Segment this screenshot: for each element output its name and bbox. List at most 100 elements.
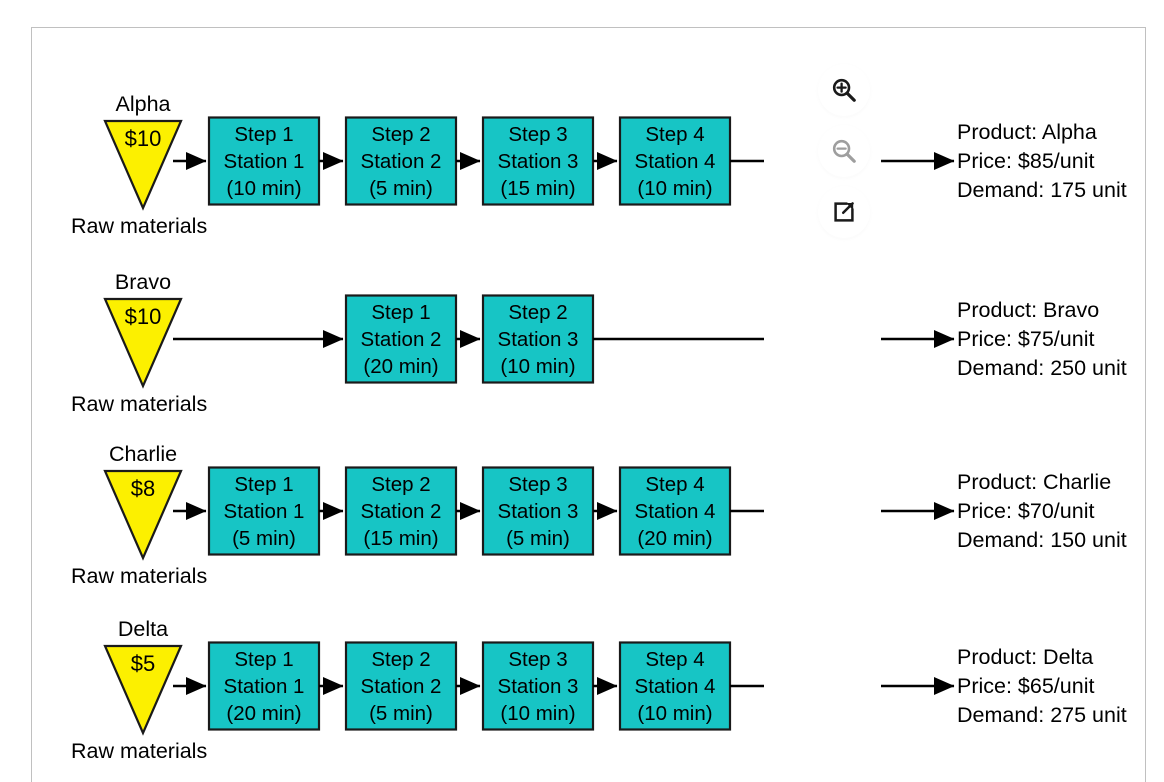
product-demand-line: Demand: 275 unit <box>957 703 1127 727</box>
duration-label: (5 min) <box>506 527 570 550</box>
duration-label: (10 min) <box>500 702 575 725</box>
zoom-out-icon <box>829 136 859 166</box>
step-label: Step 1 <box>234 473 293 496</box>
source-caption-label: Raw materials <box>71 564 207 588</box>
station-label: Station 1 <box>224 150 305 173</box>
step-node-box[interactable] <box>344 641 458 731</box>
duration-label: (20 min) <box>226 702 301 725</box>
station-label: Station 3 <box>498 500 579 523</box>
duration-label: (5 min) <box>232 527 296 550</box>
source-triangle[interactable] <box>103 469 183 561</box>
product-name-line: Product: Delta <box>957 645 1093 669</box>
step-label: Step 2 <box>371 123 430 146</box>
product-price-line: Price: $85/unit <box>957 149 1094 173</box>
source-product-label: Bravo <box>115 270 171 294</box>
step-node-box[interactable] <box>207 641 321 731</box>
step-node[interactable]: Step 2 Station 2 (15 min) <box>344 466 458 556</box>
zoom-in-button[interactable] <box>818 64 870 116</box>
source-caption-label: Raw materials <box>71 739 207 763</box>
source-product-label: Alpha <box>116 92 171 116</box>
station-label: Station 3 <box>498 150 579 173</box>
station-label: Station 1 <box>224 675 305 698</box>
step-node-box[interactable] <box>344 466 458 556</box>
source-caption-label: Raw materials <box>71 392 207 416</box>
step-label: Step 1 <box>234 648 293 671</box>
station-label: Station 2 <box>361 675 442 698</box>
diagram-toolbar[interactable] <box>818 64 870 238</box>
duration-label: (20 min) <box>637 527 712 550</box>
step-label: Step 2 <box>371 473 430 496</box>
step-label: Step 4 <box>645 473 704 496</box>
step-node-box[interactable] <box>344 116 458 206</box>
source-cost-label: $10 <box>125 304 162 329</box>
zoom-out-button[interactable] <box>818 125 870 177</box>
product-price-line: Price: $65/unit <box>957 674 1094 698</box>
step-label: Step 1 <box>371 301 430 324</box>
source-triangle[interactable] <box>103 297 183 389</box>
duration-label: (10 min) <box>226 177 301 200</box>
station-label: Station 3 <box>498 328 579 351</box>
step-node[interactable]: Step 1 Station 1 (20 min) <box>207 641 321 731</box>
source-cost-label: $8 <box>131 476 155 501</box>
open-in-new-button[interactable] <box>818 186 870 238</box>
source-cost-label: $5 <box>131 651 155 676</box>
step-node-box[interactable] <box>344 294 458 384</box>
duration-label: (15 min) <box>363 527 438 550</box>
product-price-line: Price: $70/unit <box>957 499 1094 523</box>
source-product-label: Delta <box>118 617 168 641</box>
source-triangle[interactable] <box>103 644 183 736</box>
duration-label: (15 min) <box>500 177 575 200</box>
step-label: Step 4 <box>645 648 704 671</box>
source-triangle[interactable] <box>103 119 183 211</box>
duration-label: (10 min) <box>637 702 712 725</box>
step-node-box[interactable] <box>481 466 595 556</box>
step-node[interactable]: Step 1 Station 1 (10 min) <box>207 116 321 206</box>
external-link-icon <box>830 198 858 226</box>
zoom-in-icon <box>829 75 859 105</box>
product-name-line: Product: Alpha <box>957 120 1097 144</box>
step-node-box[interactable] <box>618 466 732 556</box>
step-node-box[interactable] <box>618 641 732 731</box>
duration-label: (5 min) <box>369 177 433 200</box>
step-label: Step 1 <box>234 123 293 146</box>
product-name-line: Product: Bravo <box>957 298 1099 322</box>
step-node-box[interactable] <box>481 294 595 384</box>
station-label: Station 2 <box>361 328 442 351</box>
source-caption-label: Raw materials <box>71 214 207 238</box>
station-label: Station 2 <box>361 150 442 173</box>
step-label: Step 2 <box>508 301 567 324</box>
step-node-box[interactable] <box>481 641 595 731</box>
product-demand-line: Demand: 250 unit <box>957 356 1127 380</box>
station-label: Station 2 <box>361 500 442 523</box>
step-node-box[interactable] <box>481 116 595 206</box>
duration-label: (5 min) <box>369 702 433 725</box>
source-product-label: Charlie <box>109 442 177 466</box>
duration-label: (10 min) <box>637 177 712 200</box>
step-node-box[interactable] <box>618 116 732 206</box>
step-node[interactable]: Step 2 Station 2 (5 min) <box>344 641 458 731</box>
step-node[interactable]: Step 2 Station 2 (5 min) <box>344 116 458 206</box>
step-label: Step 2 <box>371 648 430 671</box>
step-node-box[interactable] <box>207 466 321 556</box>
product-price-line: Price: $75/unit <box>957 327 1094 351</box>
product-demand-line: Demand: 150 unit <box>957 528 1127 552</box>
